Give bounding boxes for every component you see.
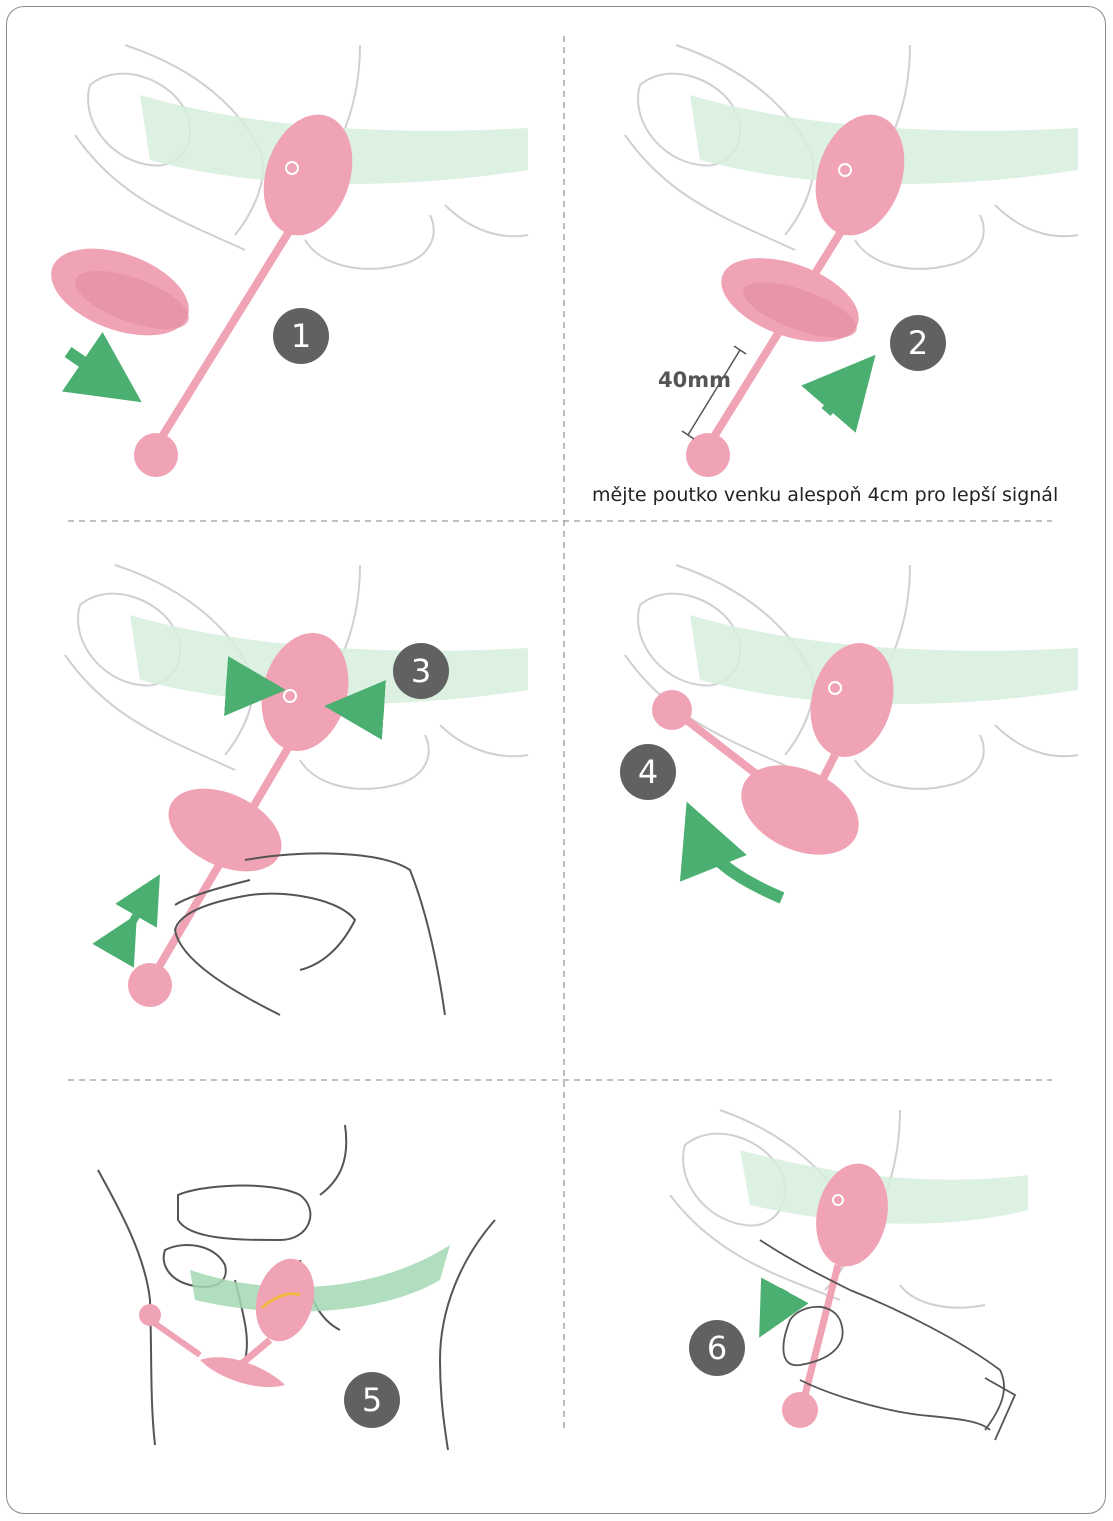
step-badge-6: 6 [689, 1320, 745, 1376]
panel-step-4: 4 [620, 565, 1078, 898]
green-double-arrow [125, 895, 148, 935]
silicone-cap [155, 772, 294, 888]
signal-tip-note: mějte poutko venku alespoň 4cm pro lepší… [592, 484, 1058, 506]
muscle-band [190, 1245, 450, 1312]
step-badge-2: 2 [890, 315, 946, 371]
green-arrow [354, 708, 384, 710]
svg-text:4: 4 [638, 753, 658, 791]
step-badge-5: 5 [344, 1372, 400, 1428]
green-arrow [68, 352, 112, 382]
step-badge-1: 1 [273, 308, 329, 364]
panel-step-2: 40mm 2 [625, 45, 1078, 477]
svg-text:2: 2 [908, 324, 928, 362]
measure-label: 40mm [658, 368, 731, 392]
svg-text:3: 3 [411, 652, 431, 690]
panel-step-6: 6 [670, 1110, 1028, 1440]
green-curved-arrow [700, 835, 782, 898]
green-arrow [772, 1290, 785, 1314]
panel-step-3: 3 [65, 565, 528, 1015]
silicone-cap [39, 232, 200, 353]
svg-text:1: 1 [291, 317, 311, 355]
svg-text:6: 6 [707, 1329, 727, 1367]
green-arrow [826, 382, 852, 412]
svg-text:5: 5 [362, 1381, 382, 1419]
panel-step-5: 5 [98, 1125, 495, 1450]
step-badge-3: 3 [393, 643, 449, 699]
kegel-egg-device [139, 1252, 323, 1387]
panel-step-1: 1 [39, 45, 528, 477]
step-badge-4: 4 [620, 744, 676, 800]
measure-bracket [682, 346, 746, 439]
green-arrow [226, 686, 256, 688]
silicone-cap [710, 242, 870, 359]
